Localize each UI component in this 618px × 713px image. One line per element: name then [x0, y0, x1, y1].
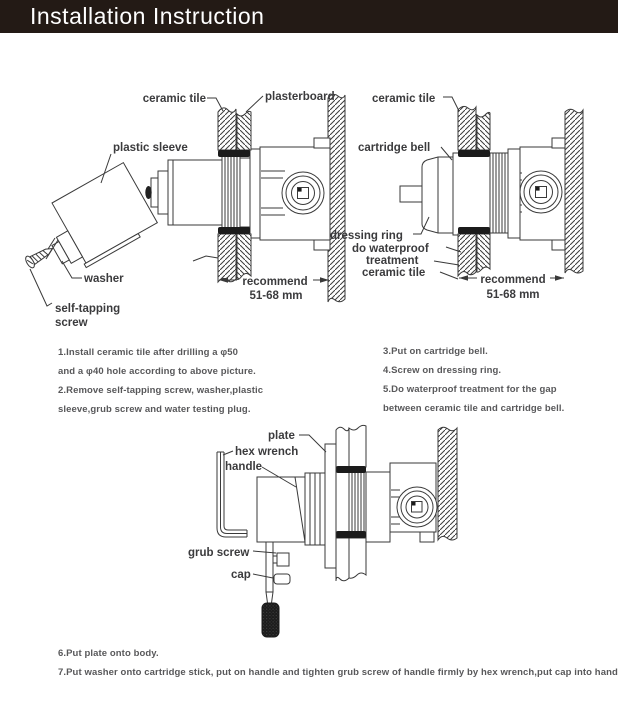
hex-wrench [216, 451, 248, 538]
instructions-steps-1-2: 1.Install ceramic tile after drilling a … [58, 343, 263, 419]
labels: ceramic tile cartridge bell dressing rin… [330, 93, 462, 280]
dim-recommend: recommend [480, 274, 545, 286]
label-cartridge-bell: cartridge bell [358, 142, 430, 154]
instruction-line: 2.Remove self-tapping screw, washer,plas… [58, 385, 264, 396]
outlet-boss [396, 486, 438, 528]
labels: ceramic tile plasterboard plastic sleeve… [29, 91, 335, 329]
diagram-cartridge-bell-view: recommend 51-68 mm ceramic tile cartridg… [330, 93, 584, 301]
cartridge-collar [249, 148, 261, 239]
instruction-line: 3.Put on cartridge bell. [383, 346, 488, 357]
label-cap: cap [231, 569, 251, 581]
valve-body [389, 462, 438, 543]
rear-wall [437, 426, 458, 542]
wall-seal-bottom [336, 531, 366, 538]
cartridge-rings [348, 471, 367, 533]
plastic-sleeve [51, 161, 159, 269]
cartridge-bell [399, 156, 454, 234]
handle-lever [261, 542, 280, 638]
label-plastic-sleeve: plastic sleeve [113, 142, 188, 154]
dimension: recommend 51-68 mm [219, 276, 329, 302]
wall-section [457, 105, 491, 278]
cartridge-cylinder [145, 159, 223, 226]
label-plasterboard: plasterboard [265, 91, 335, 103]
instruction-line: between ceramic tile and cartridge bell. [383, 403, 565, 414]
outlet-boss [519, 170, 563, 214]
label-washer: washer [83, 273, 124, 285]
label-ceramic-tile: ceramic tile [143, 93, 206, 105]
outlet-boss [281, 171, 325, 215]
wall-seal-top [218, 150, 250, 157]
instructions-steps-6-7: 6.Put plate onto body. 7.Put washer onto… [58, 644, 618, 682]
page-title: Installation Instruction [30, 3, 265, 29]
label-ceramic-tile-top: ceramic tile [372, 93, 435, 105]
wall-section [335, 424, 367, 582]
valve-body [259, 137, 331, 251]
rear-wall [564, 108, 584, 274]
labels: plate hex wrench handle grub screw cap [188, 430, 327, 581]
label-treatment: treatment [366, 255, 419, 267]
bell-cylinder [452, 152, 491, 236]
instruction-line: and a φ40 hole according to above pictur… [58, 366, 256, 377]
label-ceramic-tile-bottom: ceramic tile [362, 267, 425, 279]
diagram-handle-view: plate hex wrench handle grub screw cap [188, 424, 458, 638]
grub-screw [272, 552, 290, 567]
wall-seal-bottom [218, 227, 250, 234]
cartridge-collar [365, 471, 391, 543]
cartridge-collar [507, 148, 521, 239]
instruction-line: 5.Do waterproof treatment for the gap [383, 384, 557, 395]
wall-seal-top [336, 466, 366, 473]
instruction-line: 6.Put plate onto body. [58, 648, 159, 659]
instructions-steps-3-5: 3.Put on cartridge bell. 4.Screw on dres… [383, 342, 564, 418]
plate [324, 443, 337, 569]
instruction-line: 7.Put washer onto cartridge stick, put o… [58, 667, 618, 678]
dim-range: 51-68 mm [486, 289, 539, 301]
dimension: recommend 51-68 mm [459, 274, 564, 301]
label-dressing-ring: dressing ring [330, 230, 403, 242]
cap [273, 573, 291, 585]
rear-wall [327, 93, 346, 303]
wall-seal-top [458, 150, 490, 157]
handle-assembly [256, 472, 326, 546]
label-handle: handle [225, 461, 262, 473]
instruction-line: 1.Install ceramic tile after drilling a … [58, 347, 239, 358]
label-do-waterproof: do waterproof [352, 243, 429, 255]
dim-range: 51-68 mm [249, 290, 302, 302]
label-self-tapping-2: screw [55, 317, 88, 329]
label-plate: plate [268, 430, 295, 442]
label-hex-wrench: hex wrench [235, 446, 298, 458]
label-grub-screw: grub screw [188, 547, 249, 559]
pointer-line [192, 255, 219, 262]
diagram-exploded-view: recommend 51-68 mm ceramic tile plasterb… [25, 91, 346, 329]
instruction-line: sleeve,grub screw and water testing plug… [58, 404, 251, 415]
instruction-line: 4.Screw on dressing ring. [383, 365, 502, 376]
title-bar: Installation Instruction [0, 0, 618, 33]
self-tapping-screw [25, 248, 54, 269]
dim-recommend: recommend [242, 276, 307, 288]
wall-seal-bottom [458, 227, 490, 234]
wall-section [217, 107, 252, 284]
cartridge-rings [221, 151, 241, 234]
label-self-tapping-1: self-tapping [55, 303, 120, 315]
cartridge-rings [489, 152, 509, 234]
